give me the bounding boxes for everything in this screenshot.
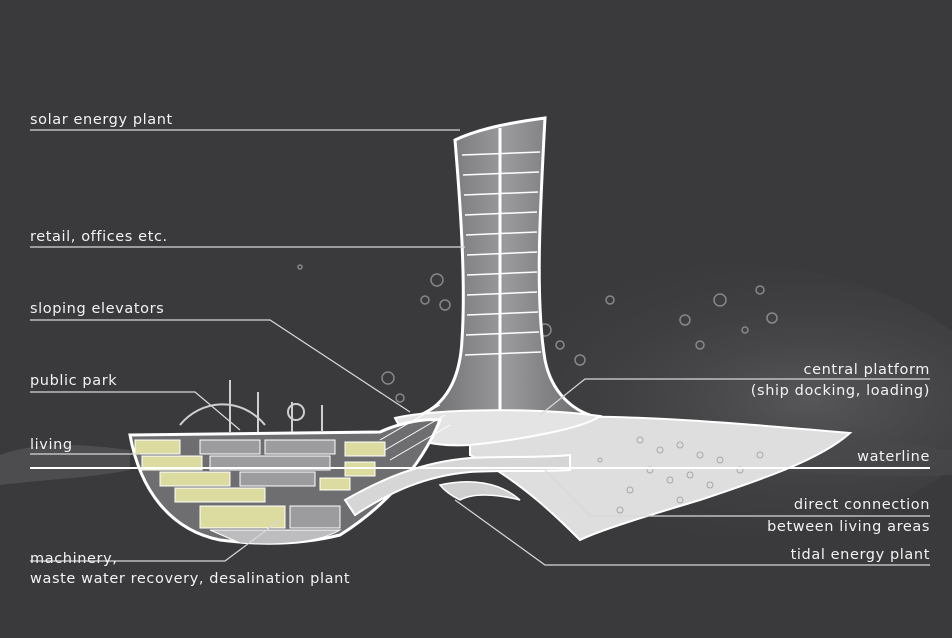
keel-fin — [438, 481, 521, 501]
label-machinery: machinery, — [30, 551, 118, 567]
wing-perforations — [597, 436, 764, 514]
connection-bridge — [343, 453, 571, 517]
water-wave-left — [0, 445, 130, 485]
label-solar-energy-plant: solar energy plant — [30, 112, 173, 128]
tidal-wing — [469, 415, 853, 542]
sloping-elevator-stairs — [379, 404, 451, 461]
label-living: living — [30, 437, 73, 453]
label-central-platform: central platform — [803, 362, 930, 378]
label-machinery-detail: waste water recovery, desalination plant — [30, 571, 351, 587]
bubbles — [297, 264, 778, 403]
label-sloping-elevators: sloping elevators — [30, 301, 165, 317]
label-retail-offices: retail, offices etc. — [30, 229, 168, 245]
interior-rooms — [199, 439, 341, 529]
tower-floors — [461, 151, 542, 356]
park-trees — [179, 380, 323, 432]
label-public-park: public park — [30, 373, 118, 389]
tower — [419, 116, 591, 417]
living-units — [134, 439, 386, 529]
label-central-platform-detail: (ship docking, loading) — [750, 383, 930, 399]
label-direct-connection-detail: between living areas — [767, 519, 930, 535]
label-tidal-energy-plant: tidal energy plant — [790, 547, 930, 563]
leader-lines — [30, 129, 930, 566]
machinery-room — [209, 529, 342, 545]
label-waterline: waterline — [857, 449, 930, 465]
label-direct-connection: direct connection — [793, 497, 930, 513]
